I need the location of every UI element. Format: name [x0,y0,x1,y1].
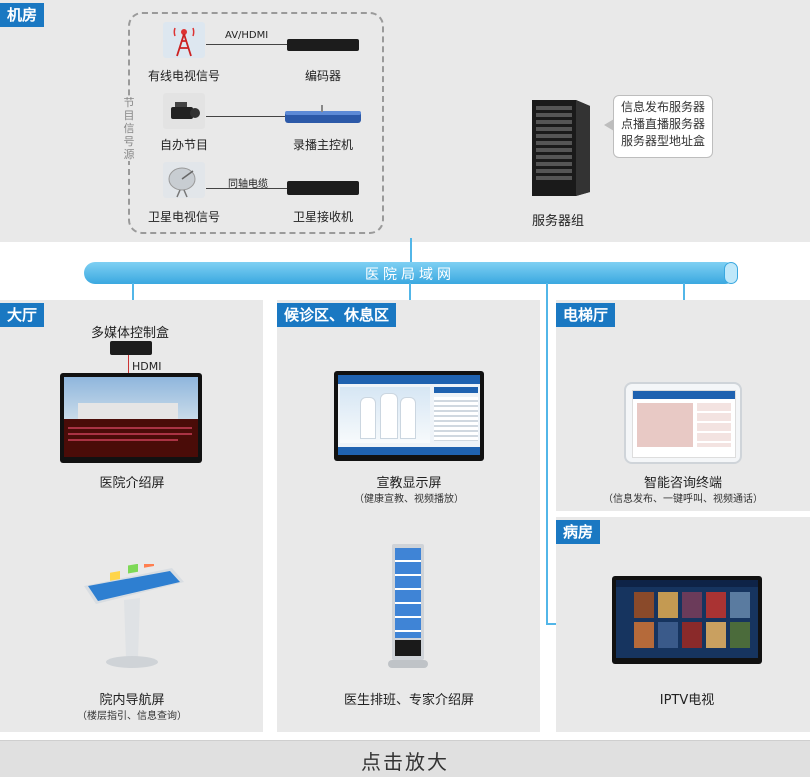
cable-tv-signal-label: 有线电视信号 [147,69,220,83]
callout-item-3: 服务器型地址盒 [620,134,705,148]
hospital-lan-pipe-end [724,262,738,284]
iptv-television [612,576,762,664]
satellite-tv-signal-label: 卫星电视信号 [147,210,220,224]
signal-source-vertical-label: 节目信号源 [122,96,136,161]
satellite-receiver-device [287,181,359,195]
server-group-label: 服务器组 [531,214,584,229]
satellite-receiver-label: 卫星接收机 [292,210,353,224]
av-hdmi-label: AV/HDMI [225,30,269,41]
lan-to-waiting-line [409,283,411,301]
hospital-intro-screen [60,373,202,463]
education-display [334,371,484,461]
consultation-terminal-label: 智能咨询终端 [643,476,722,491]
navigation-screen-sublabel: （楼层指引、信息查询） [77,711,187,722]
click-to-enlarge-label[interactable]: 点击放大 [361,750,449,774]
hospital-intro-screen-label: 医院介绍屏 [99,476,165,491]
doctor-schedule-screen-label: 医生排班、专家介绍屏 [343,693,474,708]
doctor-schedule-kiosk [388,544,432,670]
callout-pointer [604,119,614,131]
waiting-tag: 候诊区、休息区 [277,303,397,327]
server-rack [524,96,594,196]
av-hdmi-line [206,44,288,45]
lobby-tag: 大厅 [0,303,45,327]
server-callout: 信息发布服务器 点播直播服务器 服务器型地址盒 [613,95,713,158]
hdmi-label: HDMI [132,360,162,373]
consultation-terminal-sublabel: （信息发布、一键呼叫、视频通话） [603,494,763,505]
satellite-dish-icon [163,162,205,198]
lan-to-elevator-line [683,283,685,301]
coax-line [206,188,288,189]
lan-to-lobby-line [132,283,134,301]
hdmi-link-line [128,355,129,373]
self-program-label: 自办节目 [159,138,208,152]
machine-room-tag: 机房 [0,3,45,27]
coax-cable-label: 同轴电缆 [228,179,268,190]
broadcast-controller-label: 录播主控机 [292,138,353,152]
navigation-kiosk [80,557,190,670]
hospital-lan-pipe [84,262,736,284]
encoder-label: 编码器 [304,69,341,83]
callout-item-1: 信息发布服务器 [620,100,705,114]
broadcast-controller-device [283,105,363,127]
consultation-terminal [624,382,742,464]
media-control-box-label: 多媒体控制盒 [90,326,169,341]
navigation-screen-label: 院内导航屏 [99,693,165,708]
ward-branch-line [546,623,558,625]
row2-line [206,116,288,117]
hospital-lan-label: 医院局域网 [365,267,455,283]
education-display-sublabel: （健康宣教、视频播放） [354,494,464,505]
iptv-television-label: IPTV电视 [659,693,715,708]
ward-tag: 病房 [556,520,601,544]
callout-item-2: 点播直播服务器 [620,117,705,131]
click-to-enlarge-bar[interactable]: 点击放大 [0,740,810,777]
encoder-device [287,39,359,51]
lan-to-ward-line [546,283,548,625]
server-to-network-line [410,238,412,264]
education-display-label: 宣教显示屏 [376,476,442,491]
media-control-box [110,341,152,355]
elevator-tag: 电梯厅 [556,303,616,327]
antenna-icon [163,22,205,58]
camcorder-icon [163,93,205,129]
